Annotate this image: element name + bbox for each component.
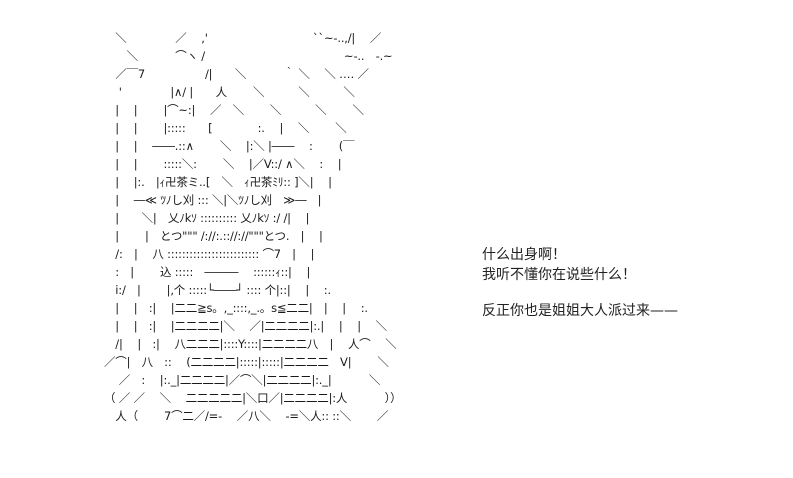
ascii-art-line: ／⌒| 八 :: (二二二二|:::::|:::::|二二二二 V| ＼ (104, 355, 389, 369)
ascii-art-line: | | :| |二二二二|＼ ／|二二二二|:.| | | ＼ (104, 319, 387, 333)
ascii-art-figure: ＼ ／ ,' ``~‐..,/| ／ ＼ ⌒ヽ / ~-.. ‐.~ ／￣7 /… (104, 30, 504, 460)
ascii-art-line: | | |::::: [ :. | ＼ ＼ (104, 121, 347, 135)
ascii-art-line: : | 込 ::::: ――― ::::::ｨ::| | (104, 265, 311, 279)
dialogue-line: 什么出身啊！ (482, 247, 566, 263)
dialogue-line: 我听不懂你在说些什么！ (482, 267, 636, 283)
ascii-art-line: | | :::::＼: ＼ |／V::/ ∧＼ : | (104, 157, 342, 171)
ascii-art-line: | | ――.::∧ ＼ |:＼ |―― : (￣ (104, 139, 355, 153)
ascii-art-line: /| | :| 八二二二|::::Y::::|二二二二八 | 人⌒ ＼ (104, 337, 397, 351)
ascii-art-line: | | |⌒~:| ／ ＼ ＼ ＼ ＼ (104, 103, 364, 117)
ascii-art-line: | ＼| 乂ﾉkｿ :::::::::: 乂ﾉkｿ :/ /| | (104, 211, 310, 225)
ascii-art-line: ＼ ／ ,' ``~‐..,/| ／ (104, 31, 382, 45)
ascii-art-line: ' |∧/ | 人 ＼ ＼ ＼ (104, 85, 355, 99)
ascii-art-line: 人（ 7⌒二／/=- ／八＼ ‐=＼人:: ::＼ ／ (104, 409, 389, 423)
dialogue-line: 反正你也是姐姐大人派过来—— (482, 303, 678, 319)
ascii-art-line: /: | 八 ::::::::::::::::::::::::: ⌒7 | | (104, 247, 315, 261)
ascii-art-line: ／￣7 /| ＼ ｀ ＼ ＼ ‥‥ ／ (104, 67, 369, 81)
ascii-art-line: i:/ | |,个 :::::└――┘ :::: 个|::| | :. (104, 283, 331, 297)
ascii-art-line: ／ : |:._|二二二二|／⌒＼|二二二二|:._| ＼ (104, 373, 381, 387)
ascii-art-line: | |:. |ｨ卍茶ミ..[ ＼ ｨ卍茶ﾐﾘ:: ]＼| | (104, 175, 332, 189)
dialogue-text: 什么出身啊！ 我听不懂你在说些什么！ 反正你也是姐姐大人派过来—— (482, 245, 782, 321)
ascii-art-line: （ ／ ／ ＼ 二二二二二|＼口／|二二二二|:人 ）） (104, 391, 402, 405)
ascii-art-line: | | とつ""" /://:.:://://"""とつ. | | (104, 229, 323, 243)
ascii-art-line: | ―≪ ﾂﾉし刈 ::: ＼|＼ﾂﾉし刈 ≫― | (104, 193, 322, 207)
dialogue-spacer (482, 285, 782, 301)
ascii-art-line: ＼ ⌒ヽ / ~-.. ‐.~ (104, 49, 393, 63)
ascii-art-line: | | :| |二二≧s。,_::::,_.。s≦二二| | | :. (104, 301, 368, 315)
